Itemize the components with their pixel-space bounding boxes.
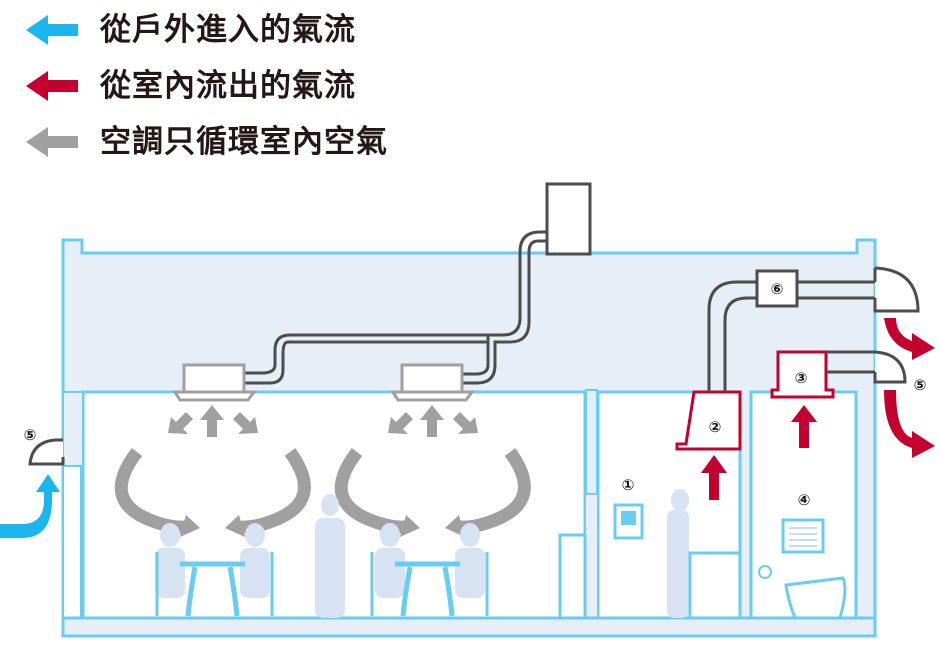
kitchen-exhaust-hood (675, 390, 742, 451)
refrigerant-piping (244, 230, 547, 385)
blue-arrow-left-icon (26, 15, 78, 45)
marker-3: ③ (795, 369, 808, 387)
legend-item-outdoor-intake: 從戶外進入的氣流 (26, 10, 356, 50)
gray-arrow-left-icon (26, 127, 78, 157)
people-silhouettes (155, 489, 689, 618)
marker-6: ⑥ (771, 280, 784, 298)
left-wall-lower (62, 465, 82, 619)
ac-indoor-unit-left (172, 363, 257, 402)
circulation-arrowheads (180, 515, 465, 537)
marker-5-right: ⑤ (914, 376, 927, 394)
legend-label: 從戶外進入的氣流 (100, 12, 356, 48)
exhaust-arrows (701, 318, 935, 500)
exhaust-duct-restroom (826, 350, 875, 374)
marker-5-left: ⑤ (24, 426, 37, 444)
kitchen-counter (688, 551, 742, 620)
ventilation-fan-unit (755, 269, 799, 308)
legend-item-indoor-exhaust: 從室內流出的氣流 (26, 66, 356, 106)
legend-label: 從室內流出的氣流 (100, 68, 356, 104)
legend: 從戶外進入的氣流 從室內流出的氣流 空調只循環室內空氣 (0, 0, 460, 170)
restroom-vent-grille (781, 518, 825, 554)
outdoor-unit (545, 182, 592, 256)
red-arrow-left-icon (26, 71, 78, 101)
counter-wall (558, 533, 587, 620)
legend-label: 空調只循環室內空氣 (100, 124, 388, 160)
dining-tables (155, 552, 489, 617)
marker-1: ① (622, 476, 635, 494)
recirculation-arrows-right (388, 405, 478, 437)
legend-item-recirculation: 空調只循環室內空氣 (26, 122, 388, 162)
floor-slab (61, 616, 877, 638)
paper-holder (758, 565, 772, 579)
control-panel (613, 503, 644, 540)
exhaust-duct-main (707, 280, 875, 392)
kitchen-partition-stub (585, 389, 598, 495)
intake-arrow (0, 474, 60, 538)
restroom-exhaust-fan (770, 350, 835, 399)
marker-2: ② (709, 418, 722, 436)
outdoor-exhaust-hood-upper (873, 266, 920, 313)
recirculation-arrows-left (168, 405, 258, 437)
marker-4: ④ (798, 491, 811, 509)
outdoor-exhaust-hood-lower (873, 350, 907, 384)
outdoor-intake-hood (28, 438, 65, 466)
ac-indoor-unit-right (390, 363, 475, 402)
toilet (784, 576, 847, 620)
